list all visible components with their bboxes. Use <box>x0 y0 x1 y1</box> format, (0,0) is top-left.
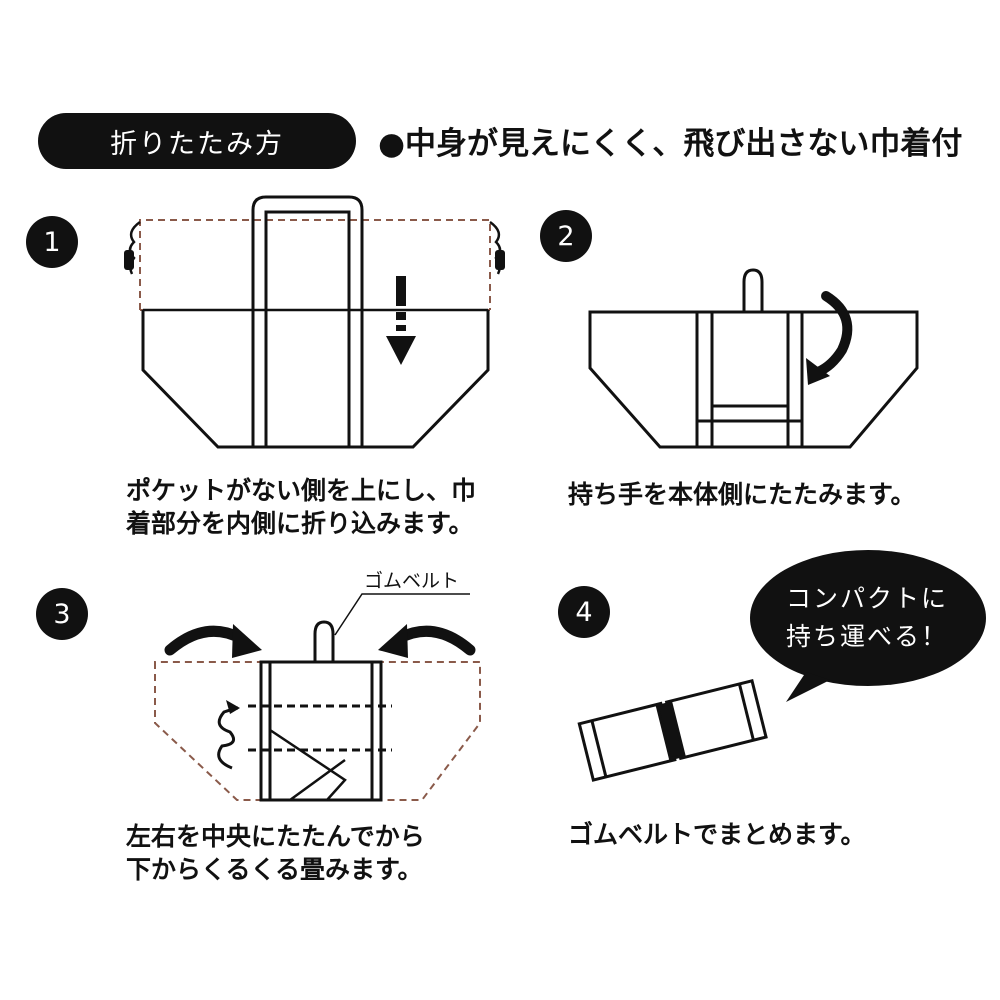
step-3-badge: 3 <box>36 588 88 640</box>
speech-bubble-text: コンパクトに 持ち運べる！ <box>752 580 982 656</box>
elastic-belt-callout: ゴムベルト <box>364 570 460 592</box>
step-4-number: 4 <box>575 596 593 628</box>
step-4-caption: ゴムベルトでまとめます。 <box>568 818 866 851</box>
step-3-bag-illustration <box>154 593 481 802</box>
step-2-caption: 持ち手を本体側にたたみます。 <box>568 478 916 511</box>
step-4-badge: 4 <box>558 586 610 638</box>
step-1-caption-line-2: 着部分を内側に折り込みます。 <box>126 509 474 538</box>
bubble-line-2: 持ち運べる！ <box>785 622 948 651</box>
bubble-line-1: コンパクトに <box>785 584 948 613</box>
step-1-bag-illustration <box>124 195 505 449</box>
section-title-pill: 折りたたみ方 <box>38 113 356 169</box>
step-4-illustration <box>577 550 986 782</box>
step-2-bag-illustration <box>588 268 919 449</box>
section-title: 折りたたみ方 <box>110 128 284 160</box>
step-3-caption-line-2: 下からくるくる畳みます。 <box>126 855 423 884</box>
feature-note: ●中身が見えにくく、飛び出さない巾着付 <box>378 126 963 162</box>
step-1-number: 1 <box>43 226 61 258</box>
step-1-caption: ポケットがない側を上にし、巾 着部分を内側に折り込みます。 <box>126 474 476 540</box>
step-2-number: 2 <box>557 220 575 252</box>
step-3-caption-line-1: 左右を中央にたたんでから <box>126 822 425 851</box>
step-2-badge: 2 <box>540 210 592 262</box>
step-1-caption-line-1: ポケットがない側を上にし、巾 <box>126 476 477 505</box>
step-2-caption-line-1: 持ち手を本体側にたたみます。 <box>568 480 916 509</box>
step-4-caption-line-1: ゴムベルトでまとめます。 <box>568 820 866 849</box>
step-1-badge: 1 <box>26 216 78 268</box>
step-3-caption: 左右を中央にたたんでから 下からくるくる畳みます。 <box>126 820 425 886</box>
step-3-number: 3 <box>53 598 71 630</box>
